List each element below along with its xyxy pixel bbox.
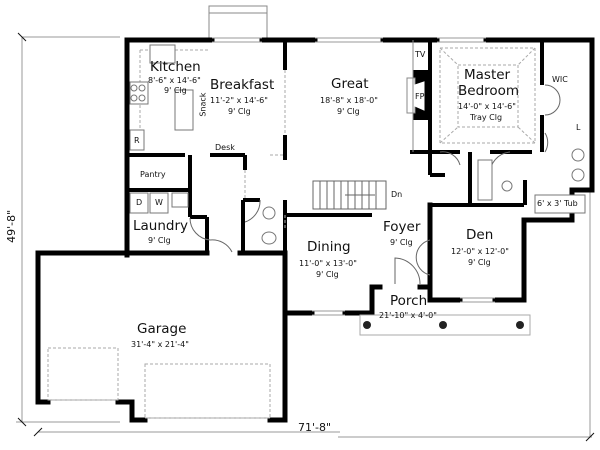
desk-label: Desk	[215, 143, 235, 152]
fireplace-label: FP	[415, 92, 425, 101]
room-size-kitchen: 8'-6" x 14'-6"	[148, 76, 201, 85]
room-size-garage: 31'-4" x 21'-4"	[131, 340, 189, 349]
room-size-dining: 11'-0" x 13'-0"	[299, 259, 357, 268]
snack-bar-label: Snack	[198, 92, 208, 117]
washer-label: W	[155, 198, 163, 207]
room-name-porch: Porch	[390, 293, 428, 309]
tv-label: TV	[415, 50, 426, 59]
room-name-master-line2: Bedroom	[458, 83, 520, 99]
overall-width-dimension: 71'-8"	[298, 421, 332, 434]
room-size-master: 14'-0" x 14'-6"	[458, 102, 516, 111]
room-ceiling-master: Tray Clg	[470, 113, 503, 122]
room-name-garage: Garage	[137, 321, 187, 337]
room-name-laundry: Laundry	[133, 218, 189, 234]
room-ceiling-great: 9' Clg	[337, 107, 360, 116]
room-size-breakfast: 11'-2" x 14'-6"	[210, 96, 268, 105]
interior-walls	[127, 40, 544, 315]
room-ceiling-breakfast: 9' Clg	[228, 107, 251, 116]
refrigerator-label: R	[134, 136, 140, 145]
room-size-den: 12'-0" x 12'-0"	[451, 247, 509, 256]
overall-depth-dimension: 49'-8"	[5, 209, 19, 243]
room-name-den: Den	[466, 227, 494, 243]
room-name-master-line1: Master	[464, 67, 511, 83]
room-ceiling-laundry: 9' Clg	[148, 236, 171, 245]
linen-label: L	[576, 123, 581, 132]
stairs-down-label: Dn	[391, 190, 403, 199]
room-name-kitchen: Kitchen	[150, 59, 201, 75]
room-name-great: Great	[331, 76, 369, 92]
exterior-walls	[35, 37, 595, 423]
room-ceiling-foyer: 9' Clg	[390, 238, 413, 247]
room-ceiling-dining: 9' Clg	[316, 270, 339, 279]
room-name-dining: Dining	[307, 239, 351, 255]
tub-label: 6' x 3' Tub	[537, 199, 578, 208]
room-size-porch: 21'-10" x 4'-0"	[379, 311, 437, 320]
wic-label: WIC	[552, 75, 568, 84]
dryer-label: D	[136, 198, 143, 207]
room-ceiling-den: 9' Clg	[468, 258, 491, 267]
pantry-label: Pantry	[140, 170, 166, 179]
room-ceiling-kitchen: 9' Clg	[164, 86, 187, 95]
room-name-foyer: Foyer	[383, 219, 421, 235]
room-size-great: 18'-8" x 18'-0"	[320, 96, 378, 105]
room-name-breakfast: Breakfast	[210, 77, 275, 93]
